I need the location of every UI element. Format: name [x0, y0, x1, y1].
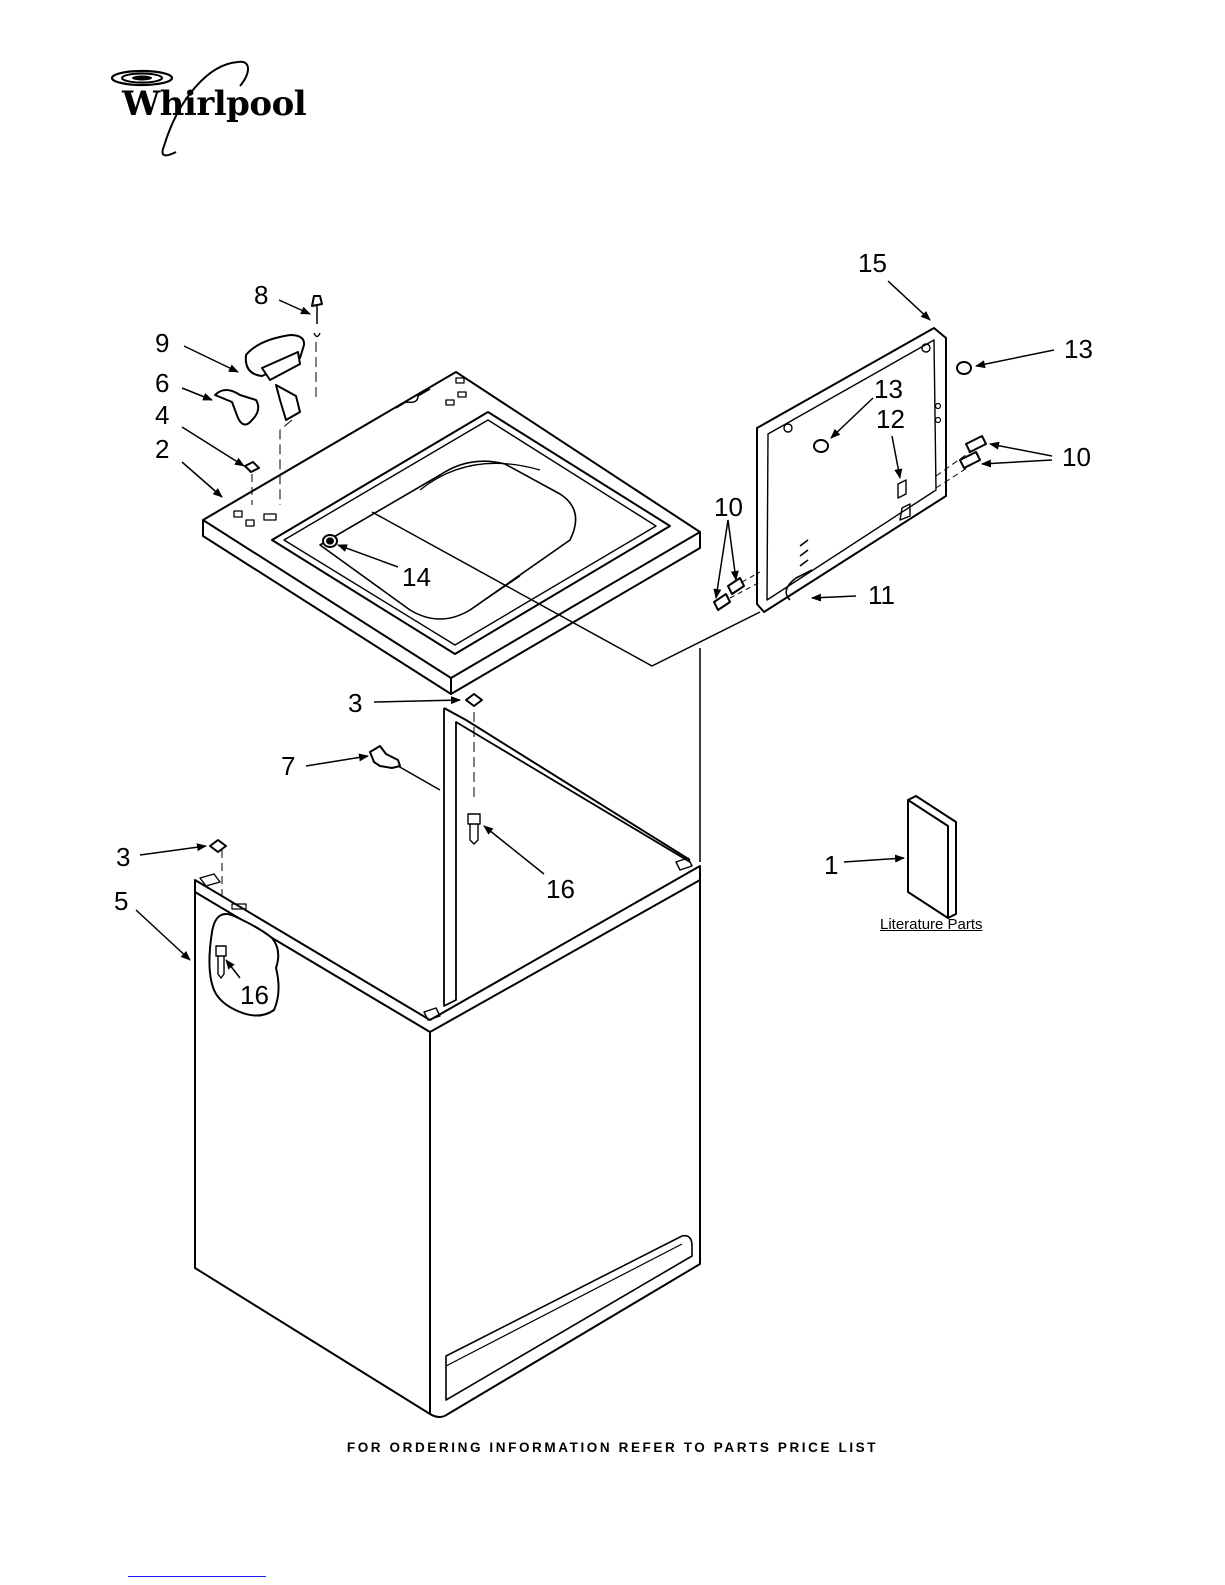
inlet-connector: [323, 535, 337, 547]
literature-parts-book: [908, 796, 956, 918]
callout-10-left: 10: [714, 492, 743, 522]
bottom-link-line: [128, 1576, 266, 1577]
callout-10-right: 10: [1062, 442, 1091, 472]
literature-parts-label: Literature Parts: [880, 916, 983, 933]
callout-12: 12: [876, 404, 905, 434]
callout-13-right: 13: [1064, 334, 1093, 364]
callout-1: 1: [824, 850, 838, 880]
callout-2: 2: [155, 434, 169, 464]
footer-ordering-note: FOR ORDERING INFORMATION REFER TO PARTS …: [0, 1440, 1225, 1455]
small-fasteners: [210, 694, 482, 852]
callout-5: 5: [114, 886, 128, 916]
callout-16-cutaway: 16: [240, 980, 269, 1010]
callout-3-top: 3: [348, 688, 362, 718]
callout-4: 4: [155, 400, 169, 430]
rear-panel: [714, 328, 986, 612]
callout-6: 6: [155, 368, 169, 398]
callout-16-right: 16: [546, 874, 575, 904]
callout-3-left: 3: [116, 842, 130, 872]
callout-7: 7: [281, 751, 295, 781]
callout-14: 14: [402, 562, 431, 592]
cabinet: [195, 708, 700, 1417]
callout-11: 11: [868, 580, 895, 610]
callout-8: 8: [254, 280, 268, 310]
callout-13-inner: 13: [874, 374, 903, 404]
callout-15: 15: [858, 248, 887, 278]
top-panel: [203, 372, 700, 694]
callout-9: 9: [155, 328, 169, 358]
